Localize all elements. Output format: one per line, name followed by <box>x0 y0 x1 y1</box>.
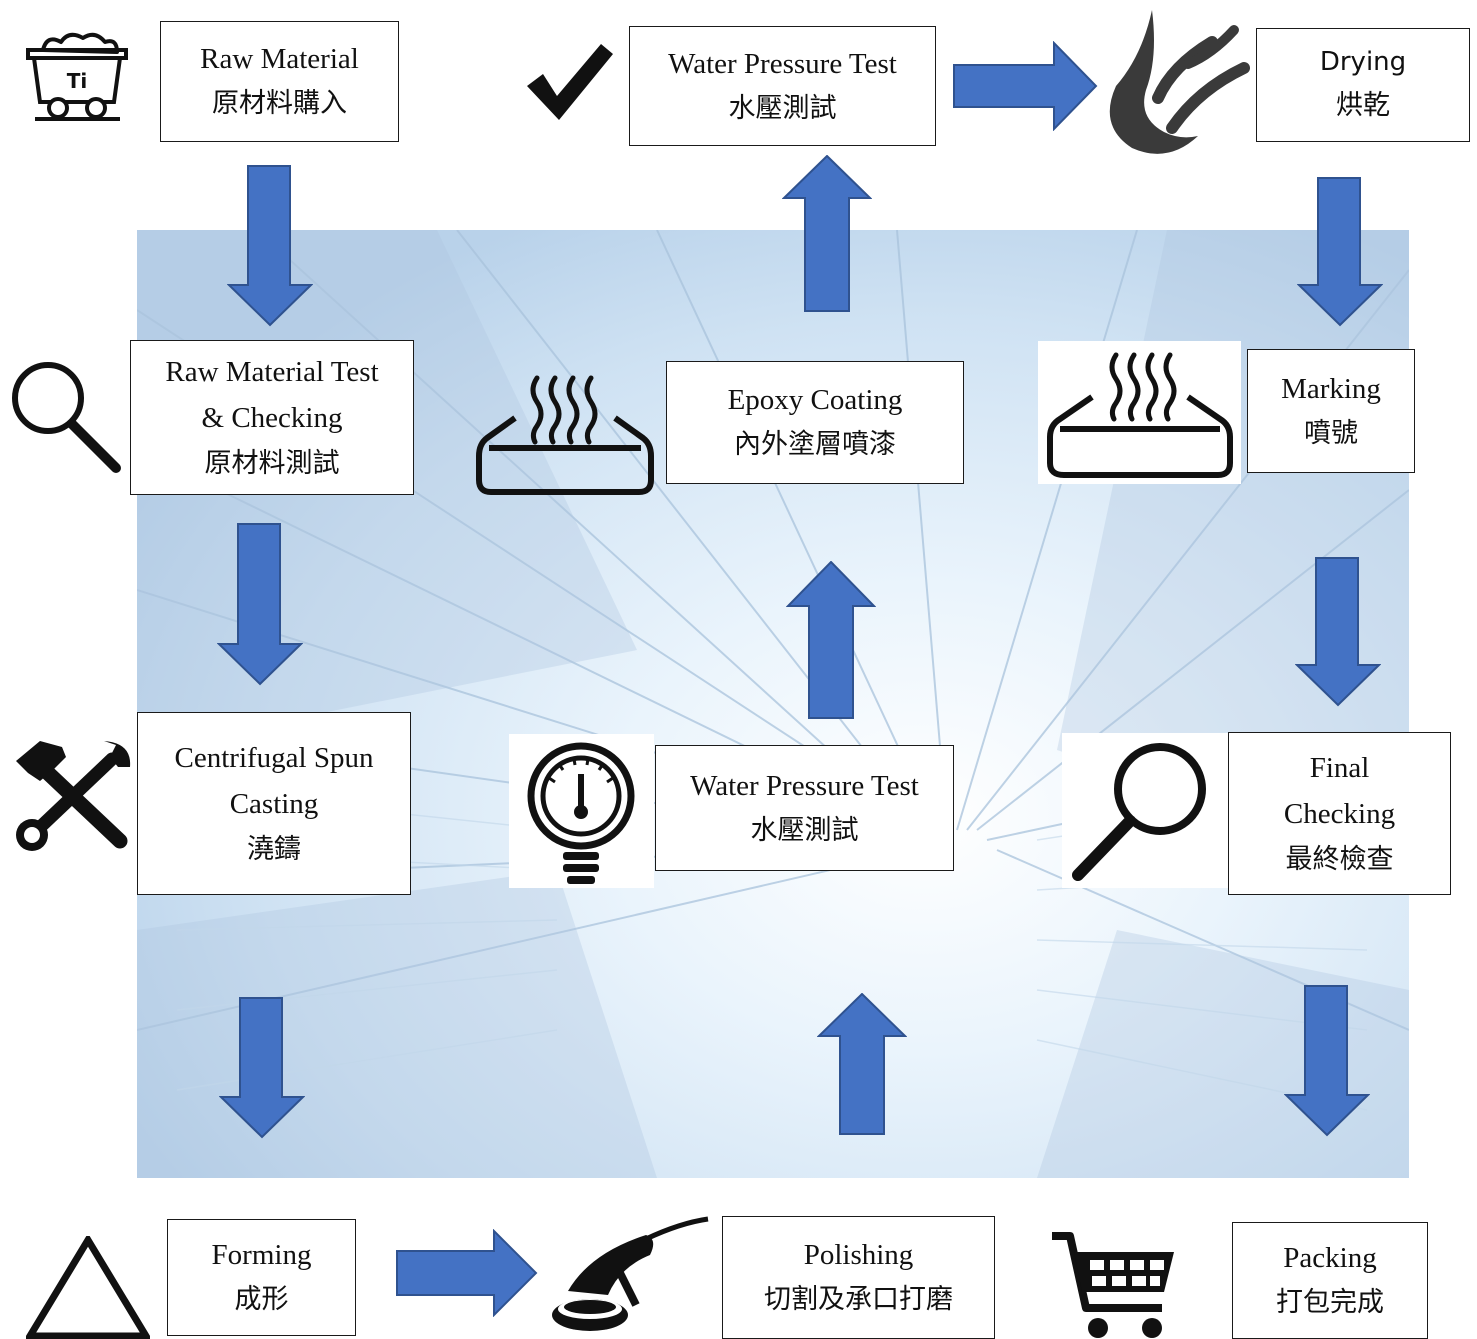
step-label-en: Casting <box>229 788 319 821</box>
step-epoxy-coating: Epoxy Coating 內外塗層噴漆 <box>666 361 964 484</box>
step-label-zh: 原材料購入 <box>212 88 347 120</box>
step-label-en: Water Pressure Test <box>668 47 897 80</box>
step-label-en: Raw Material Test <box>165 355 379 388</box>
step-label-zh: 最終檢查 <box>1285 843 1394 875</box>
cart-label: Ti <box>67 69 88 93</box>
step-label-en: Packing <box>1283 1242 1377 1275</box>
arrow-down-4 <box>1297 177 1383 327</box>
pressure-gauge-icon <box>509 734 654 888</box>
step-label-zh: 水壓測試 <box>750 814 859 846</box>
step-water-pressure-test-1: Water Pressure Test 水壓測試 <box>655 745 954 871</box>
step-label-en: Forming <box>211 1239 312 1272</box>
polisher-icon <box>550 1215 710 1339</box>
step-marking: Marking 噴號 <box>1247 349 1415 473</box>
step-polishing: Polishing 切割及承口打磨 <box>722 1216 995 1339</box>
step-forming: Forming 成形 <box>167 1219 356 1336</box>
step-label-en: Water Pressure Test <box>690 769 919 802</box>
arrow-up-2 <box>786 561 876 720</box>
magnifier-icon <box>8 358 123 476</box>
step-label-zh: 烘乾 <box>1336 89 1390 121</box>
triangle-icon <box>26 1236 150 1339</box>
magnifier-icon <box>1062 733 1228 888</box>
arrow-down-1 <box>227 165 313 327</box>
arrow-right-1 <box>953 41 1098 131</box>
step-label-zh: 噴號 <box>1304 417 1358 449</box>
tools-icon <box>12 737 134 855</box>
step-label-en: Centrifugal Spun <box>174 741 374 774</box>
step-label-zh: 澆鑄 <box>247 833 301 865</box>
step-label-zh: 原材料測試 <box>204 447 340 479</box>
arrow-down-3 <box>219 997 305 1139</box>
step-drying: Drying 烘乾 <box>1256 28 1470 142</box>
step-label-zh: 切割及承口打磨 <box>764 1284 953 1316</box>
checkmark-icon <box>523 40 615 125</box>
step-label-en: Checking <box>1283 798 1396 831</box>
step-label-en: Drying <box>1319 46 1407 77</box>
step-label-zh: 水壓測試 <box>728 92 837 124</box>
step-label-en: Polishing <box>803 1239 914 1272</box>
step-label-en: Final <box>1309 751 1370 784</box>
step-label-en: & Checking <box>201 402 343 435</box>
shopping-cart-icon <box>1050 1230 1178 1339</box>
step-label-en: Epoxy Coating <box>727 384 903 417</box>
water-drop-drying-icon <box>1102 6 1252 156</box>
arrow-down-6 <box>1284 985 1370 1137</box>
step-label-zh: 內外塗層噴漆 <box>734 429 896 461</box>
heating-tray-icon <box>475 372 655 497</box>
step-label-en: Raw Material <box>200 43 359 76</box>
step-raw-material: Raw Material 原材料購入 <box>160 21 399 142</box>
arrow-up-3 <box>782 155 872 313</box>
heating-tray-icon <box>1038 341 1241 484</box>
step-packing: Packing 打包完成 <box>1232 1222 1428 1339</box>
step-label-en: Marking <box>1281 372 1381 405</box>
step-final-checking: Final Checking 最終檢查 <box>1228 732 1451 895</box>
arrow-up-1 <box>817 993 907 1136</box>
step-raw-material-test: Raw Material Test & Checking 原材料測試 <box>130 340 414 495</box>
mine-cart-icon: Ti <box>25 28 130 123</box>
arrow-down-2 <box>217 523 303 686</box>
step-label-zh: 成形 <box>234 1284 289 1316</box>
step-casting: Centrifugal Spun Casting 澆鑄 <box>137 712 411 895</box>
arrow-right-2 <box>396 1229 538 1317</box>
step-water-pressure-test-2: Water Pressure Test 水壓測試 <box>629 26 936 146</box>
step-label-zh: 打包完成 <box>1276 1287 1384 1319</box>
arrow-down-5 <box>1295 557 1381 707</box>
